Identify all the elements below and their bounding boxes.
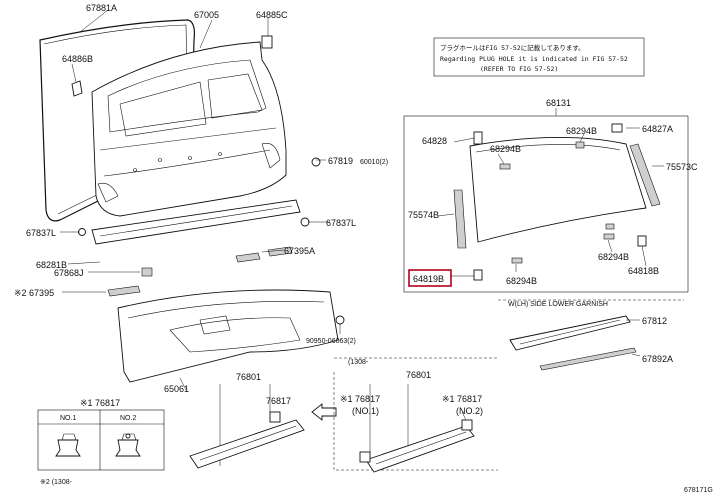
callout-64828: 64828 bbox=[422, 136, 447, 146]
callout-90950: 90950-06063(2) bbox=[306, 338, 356, 345]
callout-68281B: 68281B bbox=[36, 260, 67, 270]
back-door-glass-68131 bbox=[469, 137, 647, 243]
callout-76817-no2: ※1 76817 bbox=[442, 394, 482, 404]
callout-67837L-right: 67837L bbox=[326, 218, 356, 228]
callout-75574B: 75574B bbox=[408, 210, 439, 220]
bolt-67819 bbox=[311, 157, 321, 167]
back-door-garnish-76801-right bbox=[365, 425, 475, 473]
highlight-box-64819B bbox=[408, 269, 452, 287]
callout-76817-no2-sub: (NO.2) bbox=[456, 406, 483, 416]
callout-67892A: 67892A bbox=[642, 354, 673, 364]
callout-67395A: 67395A bbox=[284, 246, 315, 256]
inset-box bbox=[37, 409, 165, 471]
stopper-64827A bbox=[611, 123, 623, 133]
callout-68294B-a: 68294B bbox=[490, 144, 521, 154]
callout-68294B-d: 68294B bbox=[506, 276, 537, 286]
callout-64819B: 64819B bbox=[413, 274, 444, 284]
callout-76817-left: 76817 bbox=[266, 396, 291, 406]
clip-67868J bbox=[141, 267, 153, 277]
weatherstrip-75573C bbox=[629, 143, 661, 207]
molding-67892A bbox=[539, 347, 637, 371]
screw-90950 bbox=[335, 315, 345, 325]
callout-76817-no1: ※1 76817 bbox=[340, 394, 380, 404]
inset-col-2: NO.2 bbox=[120, 415, 136, 422]
back-door-garnish-76801-left bbox=[189, 419, 305, 469]
callout-1308-bottom: ※2 (1308- bbox=[40, 479, 73, 486]
callout-65061: 65061 bbox=[164, 384, 189, 394]
callout-60010: 60010(2) bbox=[360, 159, 388, 166]
callout-68131: 68131 bbox=[546, 98, 571, 108]
note-line-2: Regarding PLUG HOLE it is indicated in F… bbox=[440, 55, 628, 63]
callout-1308-mid: (1308- bbox=[348, 359, 369, 366]
callout-67395: ※2 67395 bbox=[14, 288, 54, 298]
callout-67005: 67005 bbox=[194, 10, 219, 20]
callout-64827A: 64827A bbox=[642, 124, 673, 134]
side-lower-garnish-label: W(LH) SIDE LOWER GARNISH bbox=[508, 301, 608, 308]
weatherstrip-67881A bbox=[39, 19, 195, 222]
stopper-64886B bbox=[71, 80, 83, 97]
back-door-garnish bbox=[91, 199, 301, 245]
note-line-1: プラグホールはFIG 57-52に記載してあります。 bbox=[440, 43, 585, 52]
stopper-64885C bbox=[261, 35, 273, 49]
inset-title: ※1 76817 bbox=[80, 398, 120, 408]
reference-code: 678171G bbox=[684, 487, 713, 494]
spacer-64828 bbox=[473, 131, 483, 145]
callout-67837L-left: 67837L bbox=[26, 228, 56, 238]
arrow-icon bbox=[311, 403, 337, 421]
callout-76801-right: 76801 bbox=[406, 370, 431, 380]
callout-64818B: 64818B bbox=[628, 266, 659, 276]
back-door-lower-panel-65061 bbox=[117, 289, 339, 383]
callout-64885C: 64885C bbox=[256, 10, 288, 20]
side-lower-garnish-67812 bbox=[509, 315, 631, 351]
callout-75573C: 75573C bbox=[666, 162, 698, 172]
glass-group-box bbox=[403, 115, 689, 293]
clip-no1-icon bbox=[55, 439, 81, 457]
plug-hole-note-box bbox=[433, 37, 645, 77]
clip-no2-icon bbox=[115, 439, 141, 457]
callout-68294B-b: 68294B bbox=[566, 126, 597, 136]
weatherstrip-75574B bbox=[453, 189, 467, 249]
callout-64886B: 64886B bbox=[62, 54, 93, 64]
callout-67819: 67819 bbox=[328, 156, 353, 166]
clip-67837L bbox=[300, 217, 310, 227]
callout-67812: 67812 bbox=[642, 316, 667, 326]
back-door-panel-67005 bbox=[91, 41, 287, 217]
callout-76801-left: 76801 bbox=[236, 372, 261, 382]
callout-67868J: 67868J bbox=[54, 268, 84, 278]
callout-76817-no1-sub: (NO.1) bbox=[352, 406, 379, 416]
callout-68294B-c: 68294B bbox=[598, 252, 629, 262]
callout-67881A: 67881A bbox=[86, 3, 117, 13]
inset-col-1: NO.1 bbox=[60, 415, 76, 422]
note-line-3: (REFER TO FIG 57-52) bbox=[480, 65, 558, 73]
